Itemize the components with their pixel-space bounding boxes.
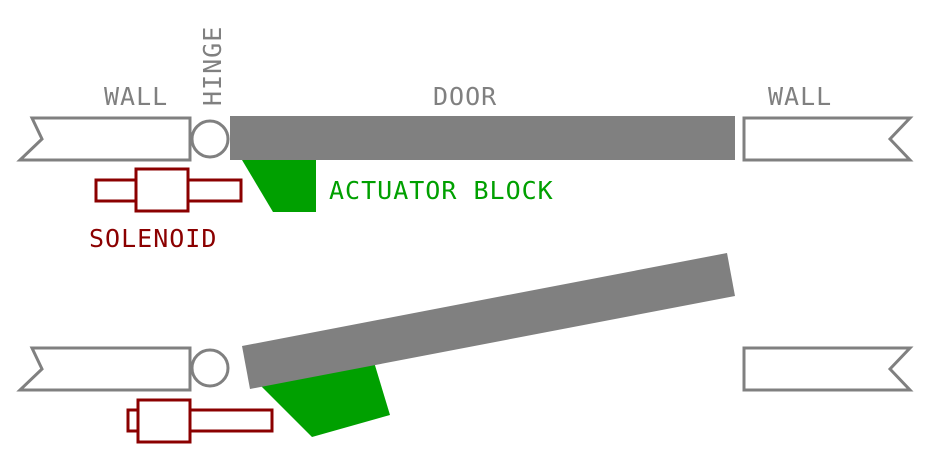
hinge-label: HINGE	[198, 26, 227, 106]
door-label: DOOR	[433, 82, 497, 111]
solenoid-top	[94, 167, 243, 213]
hinge-top	[190, 119, 230, 159]
closed-state	[16, 116, 914, 213]
left-wall-bottom	[16, 346, 192, 392]
solenoid-bottom-body	[136, 398, 192, 444]
solenoid-bottom-plunger	[188, 408, 274, 433]
solenoid-label: SOLENOID	[89, 224, 217, 253]
left-wall-top	[16, 116, 192, 162]
wall-right-label: WALL	[768, 82, 832, 111]
actuator-block-top	[242, 160, 316, 212]
solenoid-top-left-rod	[94, 178, 138, 203]
wall-left-label: WALL	[104, 82, 168, 111]
open-state	[16, 253, 914, 444]
right-wall-top	[742, 116, 914, 162]
solenoid-bottom	[126, 398, 274, 444]
door-open	[242, 253, 735, 389]
solenoid-top-body	[134, 167, 190, 213]
hinge-bottom	[190, 348, 230, 388]
door-closed	[230, 116, 735, 160]
solenoid-top-plunger	[186, 178, 243, 203]
actuator-block-label: ACTUATOR BLOCK	[329, 176, 554, 205]
right-wall-bottom	[742, 346, 914, 392]
